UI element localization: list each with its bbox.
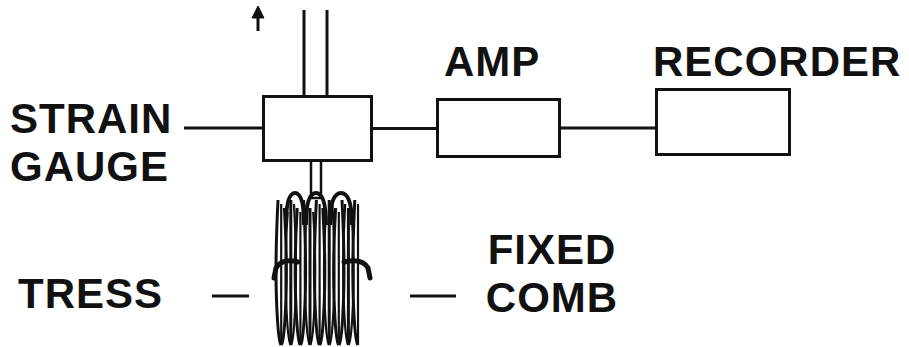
hair-loop	[330, 193, 352, 225]
hair-strand	[280, 204, 282, 345]
block-label: RECORDER	[653, 38, 903, 86]
hair-strand	[319, 204, 321, 345]
hair-strand	[309, 208, 312, 345]
hair-strand	[299, 212, 301, 345]
hair-loop	[306, 193, 326, 225]
block-label: STRAIN GAUGE	[10, 95, 188, 192]
leader-line	[410, 295, 456, 298]
hair-loop	[286, 193, 304, 225]
gauge-wire	[326, 10, 329, 96]
leader-line	[184, 127, 262, 130]
part-label: FIXED COMB	[462, 226, 642, 323]
hair-strand	[295, 208, 300, 345]
comb	[274, 261, 370, 278]
hair-strand	[338, 212, 340, 345]
hair-strand	[334, 208, 339, 345]
gauge-wire	[303, 10, 306, 96]
hair-strand	[357, 204, 359, 345]
block-box: RECORDER	[655, 88, 791, 156]
hair-strands	[276, 193, 358, 345]
hair-strand	[314, 200, 319, 345]
hair-strand	[347, 208, 350, 345]
hair-strand	[305, 204, 310, 345]
block-box: AMP	[436, 98, 561, 158]
block-label: AMP	[444, 38, 644, 86]
part-label: TRESS	[18, 270, 208, 318]
hair-strand	[343, 204, 348, 345]
hair-strand	[289, 200, 292, 345]
block-box: STRAIN GAUGE	[262, 95, 373, 162]
signal-wire	[373, 128, 436, 129]
pull-arrow	[252, 6, 264, 31]
signal-wire	[561, 128, 655, 129]
leader-line	[212, 295, 249, 298]
